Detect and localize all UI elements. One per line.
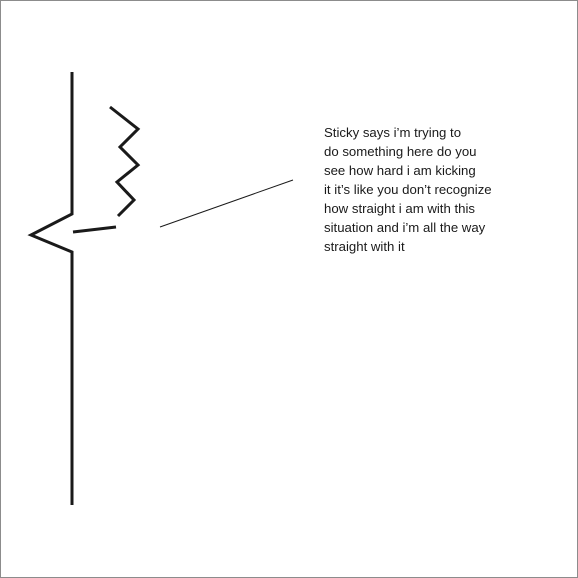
caption-line: see how hard i am kicking [324, 163, 476, 178]
caption-line: situation and i’m all the way [324, 220, 486, 235]
caption-line: Sticky says i’m trying to [324, 125, 462, 140]
speech-caption: Sticky says i’m trying to do something h… [324, 123, 564, 256]
kick-zigzag [109, 105, 141, 218]
caption-line: how straight i am with this [324, 201, 475, 216]
caption-line: it it’s like you don’t recognize [324, 182, 492, 197]
caption-line: do something here do you [324, 144, 477, 159]
caption-line: straight with it [324, 239, 405, 254]
stick-figure-body [27, 72, 74, 505]
stick-figure-leg [72, 225, 117, 234]
speech-pointer-line [159, 179, 294, 228]
